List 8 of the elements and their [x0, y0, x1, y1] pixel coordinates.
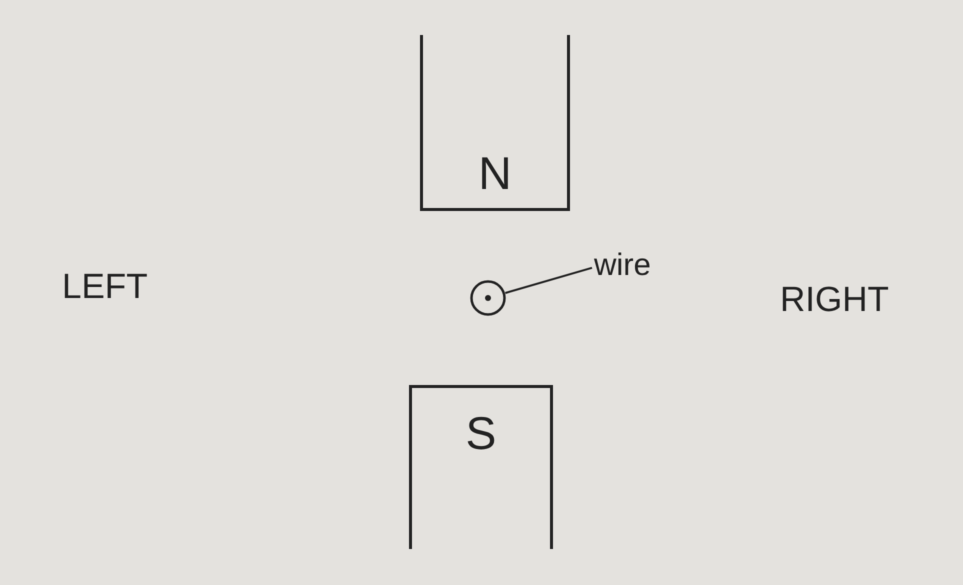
- direction-label: LEFT: [62, 268, 148, 306]
- pole-letter: N: [478, 150, 512, 196]
- direction-label: RIGHT: [780, 281, 889, 320]
- pole-letter: S: [466, 410, 496, 456]
- magnet-pole: [420, 35, 570, 211]
- leader-line: [505, 266, 592, 294]
- wire-label: wire: [594, 248, 651, 282]
- magnet-pole: [409, 385, 553, 549]
